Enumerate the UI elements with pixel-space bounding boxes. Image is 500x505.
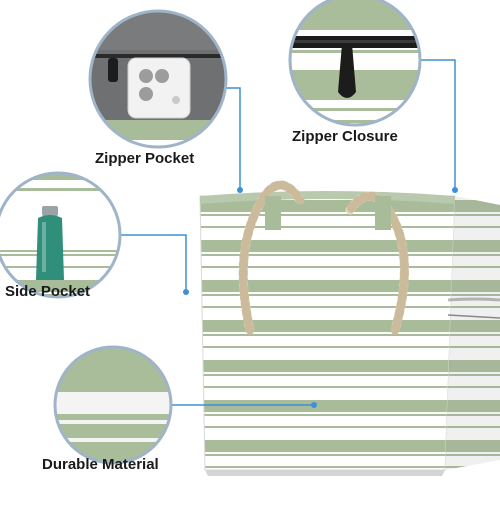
side-pocket-label: Side Pocket [5, 283, 91, 300]
bottle-icon [36, 206, 64, 280]
zipper-pocket-label: Zipper Pocket [95, 150, 195, 167]
leader-lines [120, 59, 458, 408]
durable-material-callout [53, 345, 173, 465]
durable-material-label: Durable Material [42, 456, 159, 473]
zipper-pull-icon [338, 44, 356, 98]
zipper-pull-icon [108, 58, 118, 82]
tote-bag-image [199, 180, 500, 476]
zipper-pocket-callout [88, 9, 228, 149]
phone-icon [127, 57, 191, 119]
zipper-closure-label: Zipper Closure [292, 128, 398, 145]
side-pocket-callout [0, 171, 122, 299]
zipper-closure-callout [288, 0, 422, 127]
